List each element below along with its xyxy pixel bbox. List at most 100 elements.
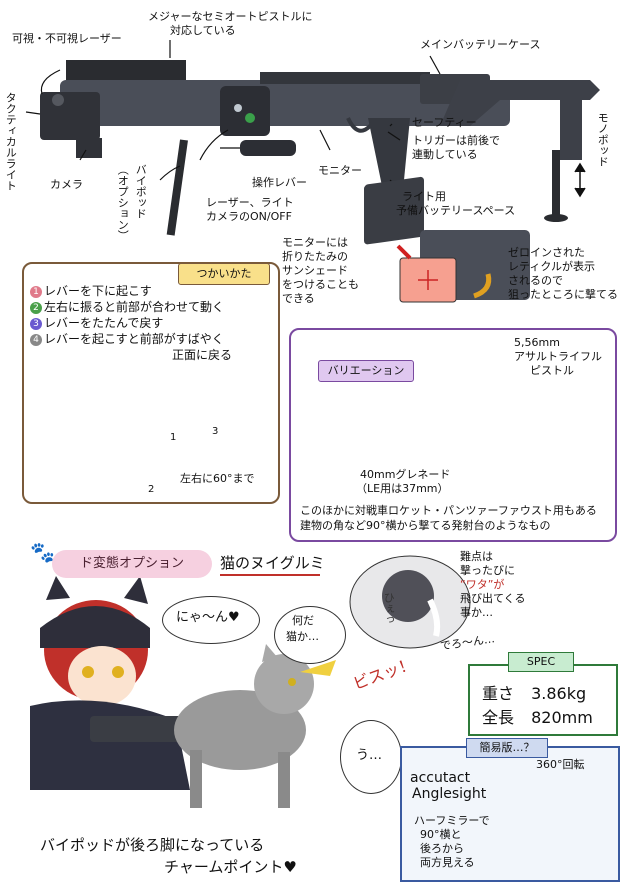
laser-emitter — [52, 94, 64, 106]
simple-mirror-2: 90°横と — [420, 828, 462, 841]
charm-line-1: バイポッドが後ろ脚になっている — [40, 836, 265, 854]
variation-rifle-1: 5,56mm — [514, 336, 560, 349]
flaw-1: 難点は — [460, 550, 493, 563]
simple-mirror-4: 両方見える — [420, 856, 475, 869]
nanda-text: 何だ — [292, 614, 314, 627]
step-text-4: レバーを起こすと前部がすばやく — [44, 332, 224, 346]
spec-box — [468, 664, 618, 736]
pistol-slide — [66, 60, 186, 80]
simple-mirror-3: 後ろから — [420, 842, 464, 855]
flaw-5: 事か… — [460, 606, 493, 619]
nanda-bubble — [274, 606, 346, 664]
option-banner: ド変態オプション — [52, 550, 212, 578]
simple-product-2: Anglesight — [412, 786, 487, 802]
variation-tag: バリエーション — [318, 360, 414, 382]
label-bipod: バイポッド — [134, 164, 148, 219]
simple-mirror-1: ハーフミラーで — [414, 814, 490, 827]
variation-grenade-1: 40mmグレネード — [360, 468, 451, 481]
howto-angle-note: 左右に60°まで — [180, 472, 255, 485]
spec-length-row: 全長 820mm — [482, 704, 593, 728]
step-num-2: 2 — [30, 302, 42, 314]
u-text: う… — [356, 748, 383, 763]
variation-note-1: このほかに対戦車ロケット・パンツァーファウスト用もある — [300, 504, 597, 517]
sunshade — [364, 176, 424, 245]
simple-product-1: accutact — [410, 770, 471, 786]
spec-length-label: 全長 — [482, 708, 515, 727]
label-laser-light-2: カメラのON/OFF — [206, 210, 292, 223]
label-major-pistol-1: メジャーなセミオートピストルに — [148, 10, 313, 23]
neko-text: 猫か… — [286, 630, 319, 643]
option-title: 猫のヌイグルミ — [220, 554, 325, 572]
button-green — [245, 113, 255, 123]
label-monitor-shade-2: 折りたたみの — [282, 250, 348, 263]
label-spare-battery-1: ライト用 — [402, 190, 446, 203]
tactical-light-block — [40, 92, 100, 140]
title-underline — [220, 574, 320, 576]
bipod — [166, 139, 188, 236]
label-monitor: モニター — [318, 164, 362, 177]
control-box — [220, 86, 270, 136]
stock-rear — [560, 88, 582, 160]
spec-weight-value: 3.86kg — [531, 684, 587, 703]
step-text-3: レバーをたたんで戻す — [44, 316, 164, 330]
spec-weight-label: 重さ — [482, 684, 515, 703]
monopod — [552, 150, 560, 216]
label-safety: セーフティー — [412, 116, 477, 129]
paw-icon: 🐾 — [30, 540, 55, 564]
label-monopod: モノポッド — [596, 112, 610, 167]
flaw-3: “ワタ”が — [460, 578, 505, 591]
label-zeroed-3: されるので — [508, 274, 563, 287]
monopod-arrow — [574, 162, 586, 198]
spec-tag: SPEC — [508, 652, 574, 672]
monopod-foot — [544, 214, 568, 222]
flaw-4: 飛び出てくる — [460, 592, 526, 605]
cotton-cat-panel — [349, 555, 471, 649]
label-major-pistol-2: 対応している — [170, 24, 236, 37]
variation-note-2: 建物の角など90°横から撃てる発射台のようなもの — [300, 519, 551, 532]
flaw-2: 撃ったびに — [460, 564, 515, 577]
howto-tag: つかいかた — [178, 263, 270, 285]
label-monitor-shade-5: できる — [282, 292, 315, 305]
camera-block — [76, 138, 102, 158]
gun-body — [60, 80, 510, 126]
howto-step-4-cont: 正面に戻る — [172, 348, 233, 362]
variation-rifle-2: アサルトライフル — [514, 350, 602, 363]
pistol-grip — [368, 118, 410, 186]
hie-text: ひぇっ — [382, 592, 396, 625]
label-tactical-light: タクティカルライト — [4, 92, 18, 191]
label-monitor-shade-4: をつけることも — [282, 278, 359, 291]
simple-box — [400, 746, 620, 882]
label-laser-light-1: レーザー、ライト — [206, 196, 294, 209]
howto-diagram-num-3: 3 — [212, 426, 219, 437]
label-operation-lever: 操作レバー — [252, 176, 307, 189]
orange-arrow — [473, 273, 492, 299]
operation-lever — [240, 140, 296, 156]
label-trigger-1: トリガーは前後で — [412, 134, 500, 147]
step-num-3: 3 — [30, 318, 42, 330]
howto-panel — [22, 262, 280, 504]
label-visible-invisible-laser: 可視・不可視レーザー — [12, 32, 122, 45]
label-trigger-2: 連動している — [412, 148, 478, 161]
trigger-guard — [346, 117, 374, 133]
top-rail — [260, 72, 430, 84]
label-zeroed-1: ゼロインされた — [508, 246, 585, 259]
step-text-2: 左右に振ると前部が合わせて動く — [44, 300, 225, 314]
charm-line-2: チャームポイント♥ — [164, 858, 297, 876]
label-spare-battery-2: 予備バッテリースペース — [396, 204, 516, 217]
spec-length-value: 820mm — [531, 708, 593, 727]
label-main-battery-case: メインバッテリーケース — [420, 38, 541, 51]
label-monitor-shade-3: サンシェード — [282, 264, 348, 277]
label-camera: カメラ — [50, 178, 83, 191]
simple-tag: 簡易版…？ — [466, 738, 548, 758]
variation-grenade-2: （LE用は37mm） — [356, 482, 449, 495]
step-num-1: 1 — [30, 286, 42, 298]
simple-rotation: 360°回転 — [536, 758, 585, 771]
label-monitor-shade-1: モニターには — [282, 236, 348, 249]
cat-plush-illustration — [174, 642, 336, 808]
howto-diagram-num-1: 1 — [170, 432, 177, 443]
howto-diagram-num-2: 2 — [148, 484, 155, 495]
